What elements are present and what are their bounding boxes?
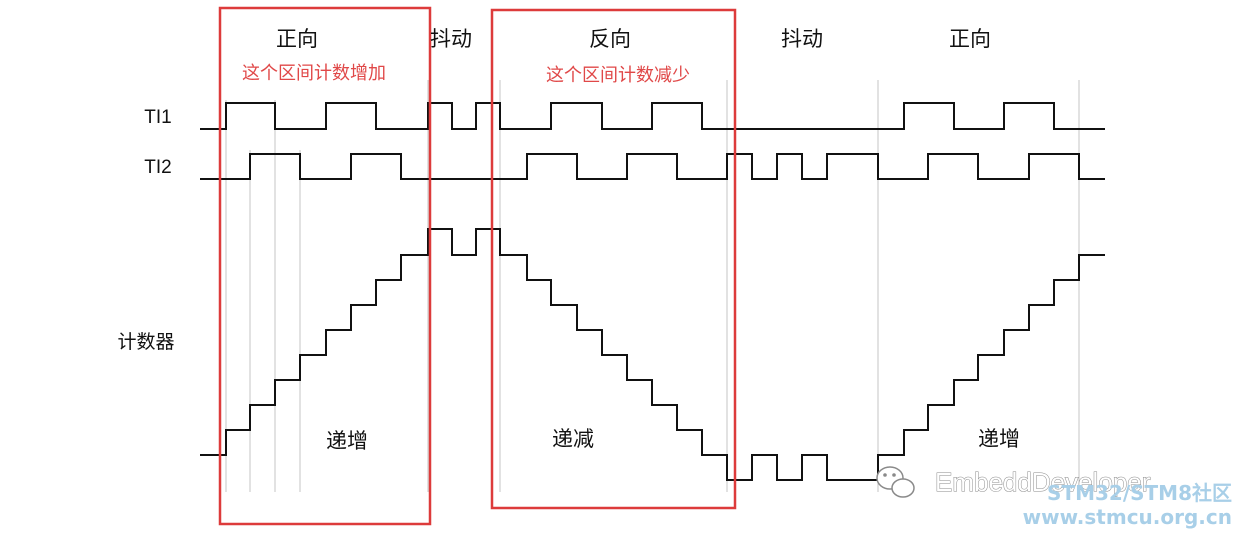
ti1-waveform xyxy=(200,102,1105,130)
ti2-label: TI2 xyxy=(144,157,171,178)
ti2-waveform xyxy=(200,153,1105,180)
watermark-community: STM32/STM8社区 xyxy=(1047,481,1232,505)
counter-waveform xyxy=(200,228,1105,481)
phase-reverse: 反向 xyxy=(589,27,631,51)
ti1-label: TI1 xyxy=(144,107,171,128)
phase-forward-1: 正向 xyxy=(276,27,318,51)
watermark-wechat-name: EmbeddDeveloper xyxy=(935,467,1151,497)
decrease-region-box xyxy=(490,8,737,510)
decrease-annotation: 这个区间计数减少 xyxy=(546,65,690,86)
trend-down: 递减 xyxy=(552,427,594,451)
phase-jitter-2: 抖动 xyxy=(781,27,823,51)
watermark-url: www.stmcu.org.cn xyxy=(1023,505,1232,529)
increase-region-box xyxy=(218,6,432,526)
wechat-icon xyxy=(876,466,915,498)
phase-forward-2: 正向 xyxy=(949,27,991,51)
counter-label: 计数器 xyxy=(117,331,174,353)
edge-guide-lines xyxy=(225,80,1080,492)
trend-up-2: 递增 xyxy=(978,427,1020,451)
trend-up-1: 递增 xyxy=(326,429,368,453)
phase-jitter-1: 抖动 xyxy=(430,27,472,51)
increase-annotation: 这个区间计数增加 xyxy=(242,63,386,84)
